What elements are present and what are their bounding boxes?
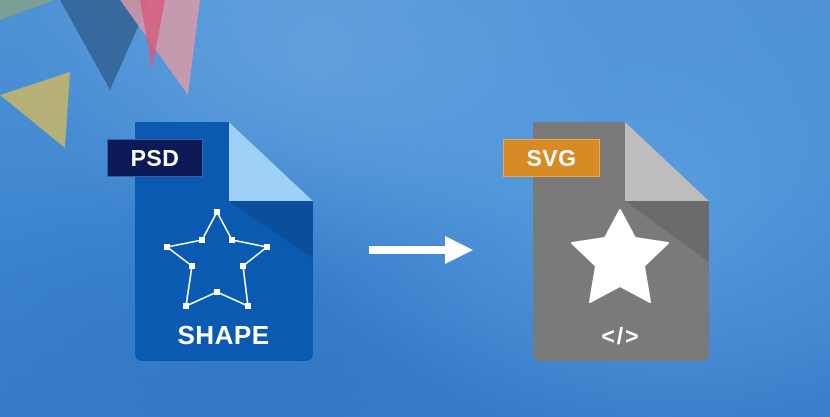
decorative-triangles [0, 0, 200, 148]
arrow-right-icon [369, 236, 473, 264]
svg-badge: SVG [503, 139, 600, 177]
shape-caption: SHAPE [177, 320, 270, 350]
psd-badge: PSD [107, 139, 203, 177]
star-icon [571, 209, 669, 303]
code-caption: </> [601, 323, 641, 349]
